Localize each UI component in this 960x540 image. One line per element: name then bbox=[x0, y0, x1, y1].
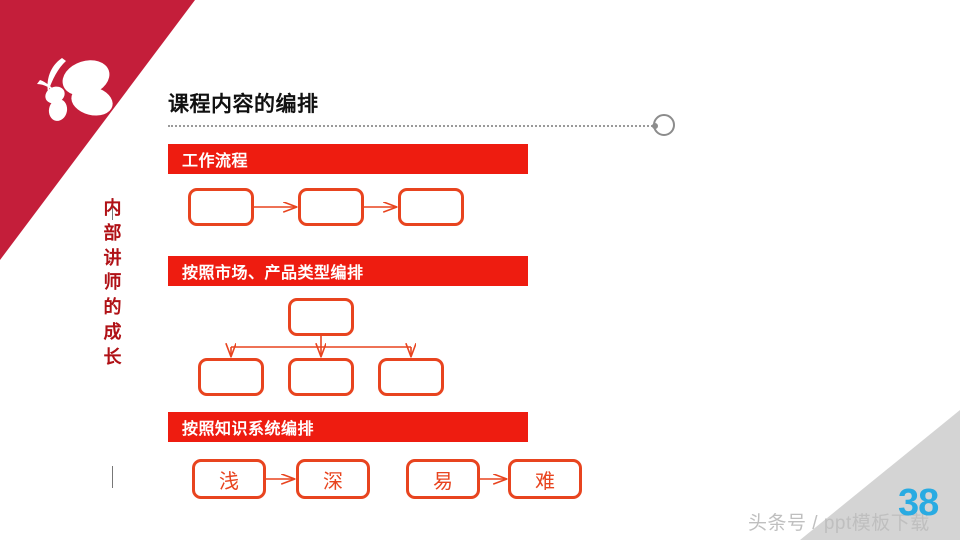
flow-node[interactable] bbox=[298, 188, 364, 226]
tree-child-node[interactable] bbox=[288, 358, 354, 396]
side-label-rule-top bbox=[112, 198, 113, 220]
flow-node[interactable] bbox=[398, 188, 464, 226]
pair-node-from[interactable]: 浅 bbox=[192, 459, 266, 499]
watermark-text: 头条号 / ppt模板下载 bbox=[748, 513, 930, 534]
side-label-char: 师 bbox=[103, 272, 123, 293]
side-label-char: 的 bbox=[103, 297, 123, 318]
section-bar-knowledge-system: 按照知识系统编排 bbox=[168, 412, 528, 442]
page-number: 38 bbox=[898, 482, 939, 524]
side-label-char: 内 bbox=[103, 198, 123, 218]
tree-child-node[interactable] bbox=[378, 358, 444, 396]
pair-node-to[interactable]: 难 bbox=[508, 459, 582, 499]
rule-end-circle-icon bbox=[652, 114, 675, 136]
page-title: 课程内容的编排 bbox=[168, 93, 319, 116]
tree-root-node[interactable] bbox=[288, 298, 354, 336]
tree-child-node[interactable] bbox=[198, 358, 264, 396]
side-label-char: 讲 bbox=[103, 247, 123, 268]
section-bar-work-flow: 工作流程 bbox=[168, 144, 528, 174]
pair-node-to[interactable]: 深 bbox=[296, 459, 370, 499]
side-label-rule-bottom bbox=[112, 466, 113, 488]
flow-node[interactable] bbox=[188, 188, 254, 226]
butterfly-logo-icon bbox=[28, 50, 120, 130]
section-bar-market-product-type: 按照市场、产品类型编排 bbox=[168, 256, 528, 286]
side-label: 内 部 讲 师 的 成 长 bbox=[96, 196, 130, 370]
side-label-char: 成 bbox=[103, 322, 123, 343]
title-dotted-rule bbox=[168, 125, 656, 127]
pair-node-from[interactable]: 易 bbox=[406, 459, 480, 499]
side-label-char: 部 bbox=[103, 222, 123, 243]
side-label-char: 长 bbox=[103, 346, 123, 367]
